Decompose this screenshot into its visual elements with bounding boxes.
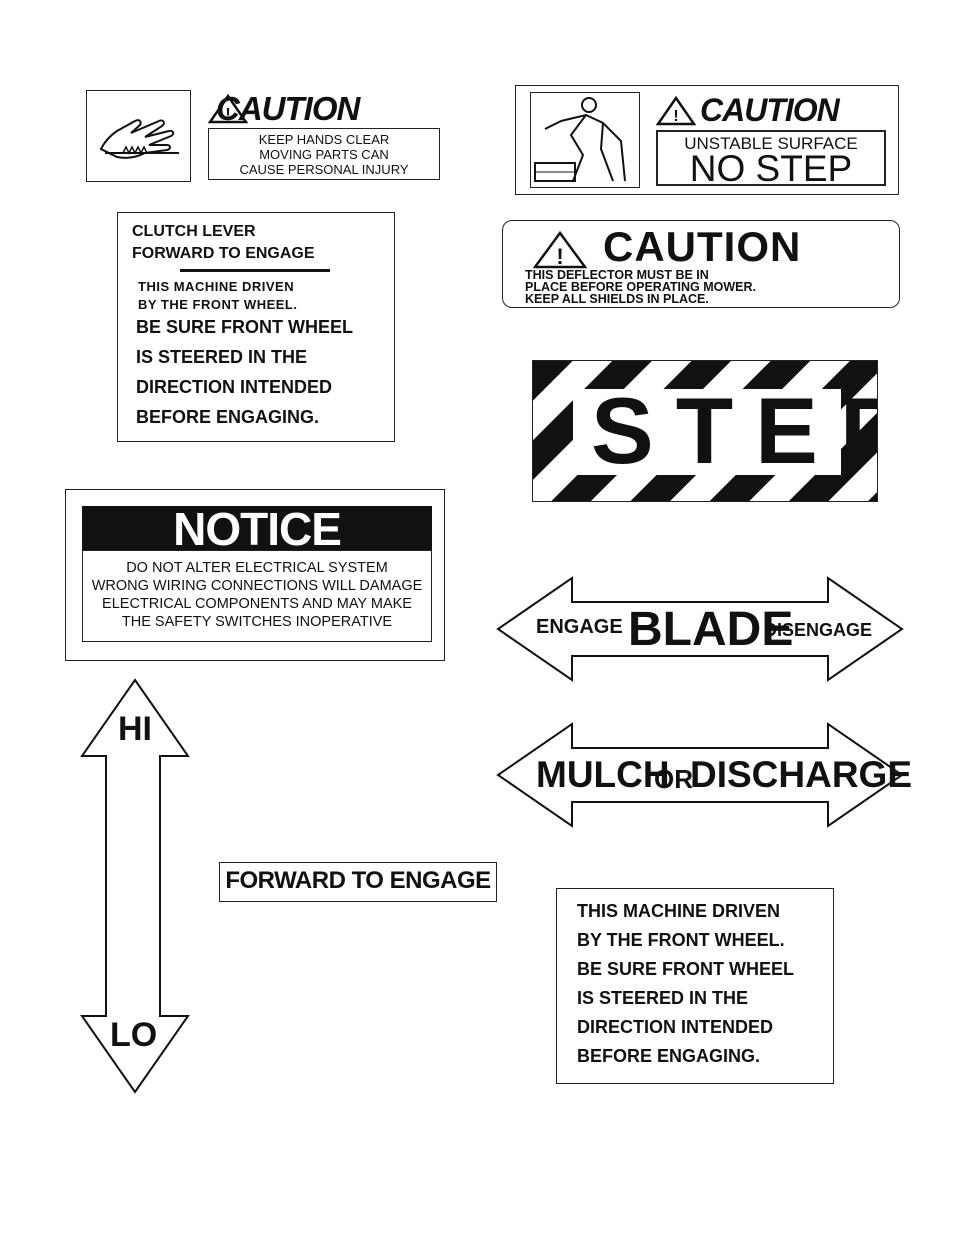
wheel-line: THIS MACHINE DRIVEN <box>577 901 781 921</box>
notice-header: NOTICE <box>82 503 432 555</box>
hand-caution-line: CAUSE PERSONAL INJURY <box>239 162 409 177</box>
disengage-label: DISENGAGE <box>764 620 873 640</box>
discharge-label: DISCHARGE <box>690 754 913 795</box>
deflector-line: PLACE BEFORE OPERATING MOWER. <box>525 280 757 294</box>
notice-decal: NOTICE DO NOT ALTER ELECTRICAL SYSTEM WR… <box>65 489 445 661</box>
wheel-line: BEFORE ENGAGING. <box>577 1046 761 1066</box>
clutch-line: DIRECTION INTENDED <box>136 377 333 397</box>
mulch-arrow-decal: MULCH OR DISCHARGE <box>496 722 912 828</box>
hi-lo-arrow-decal: HI LO <box>80 678 190 1094</box>
hand-caution-text: KEEP HANDS CLEAR MOVING PARTS CAN CAUSE … <box>208 128 440 180</box>
no-step-text: NO STEP <box>689 148 853 189</box>
divider <box>180 269 330 272</box>
wheel-line: DIRECTION INTENDED <box>577 1017 774 1037</box>
step-panel: STEP <box>573 381 877 481</box>
person-slipping-icon <box>530 92 640 188</box>
wheel-line: BY THE FRONT WHEEL. <box>577 930 785 950</box>
lo-label: LO <box>110 1016 158 1054</box>
notice-body: DO NOT ALTER ELECTRICAL SYSTEM WRONG WIR… <box>82 550 432 642</box>
svg-text:!: ! <box>673 108 678 125</box>
hand-caution-line: MOVING PARTS CAN <box>259 147 389 162</box>
deflector-line: KEEP ALL SHIELDS IN PLACE. <box>525 292 709 306</box>
forward-to-engage-decal: FORWARD TO ENGAGE <box>219 862 497 902</box>
notice-line: THE SAFETY SWITCHES INOPERATIVE <box>121 614 393 630</box>
engage-label: ENGAGE <box>536 616 623 638</box>
vertical-double-arrow-icon <box>80 678 190 1094</box>
clutch-line: BEFORE ENGAGING. <box>136 407 320 427</box>
forward-to-engage-text: FORWARD TO ENGAGE <box>225 867 491 894</box>
double-arrow-icon <box>496 722 904 828</box>
no-step-caution-decal: ! CAUTION UNSTABLE SURFACE NO STEP <box>515 85 899 195</box>
unstable-surface-text: UNSTABLE SURFACE <box>684 134 858 153</box>
clutch-line: IS STEERED IN THE <box>136 347 308 367</box>
hand-caution-line: KEEP HANDS CLEAR <box>258 132 390 147</box>
wheel-line: BE SURE FRONT WHEEL <box>577 959 795 979</box>
notice-line: DO NOT ALTER ELECTRICAL SYSTEM <box>126 560 388 576</box>
clutch-subtitle: FORWARD TO ENGAGE <box>132 245 315 262</box>
double-arrow-icon <box>496 576 904 682</box>
clutch-line: BE SURE FRONT WHEEL <box>136 317 354 337</box>
deflector-line: THIS DEFLECTOR MUST BE IN <box>525 268 709 282</box>
blade-label: BLADE <box>628 603 794 656</box>
or-label: OR <box>654 764 693 794</box>
hand-hazard-icon <box>86 90 191 182</box>
clutch-title: CLUTCH LEVER <box>132 223 256 240</box>
svg-text:!: ! <box>225 106 230 123</box>
warning-triangle-icon: ! <box>532 230 588 274</box>
wheel-line: IS STEERED IN THE <box>577 988 749 1008</box>
clutch-small-line: BY THE FRONT WHEEL. <box>138 297 298 312</box>
front-wheel-decal: THIS MACHINE DRIVEN BY THE FRONT WHEEL. … <box>556 888 834 1084</box>
warning-triangle-icon: ! <box>655 95 697 131</box>
caution-heading: CAUTION <box>603 223 802 270</box>
notice-line: WRONG WIRING CONNECTIONS WILL DAMAGE <box>91 578 423 594</box>
mulch-label: MULCH <box>536 754 670 795</box>
hand-caution-decal: ! CAUTION KEEP HANDS CLEAR MOVING PARTS … <box>86 90 446 186</box>
blade-arrow-decal: ENGAGE BLADE DISENGAGE <box>496 576 904 682</box>
no-step-panel: UNSTABLE SURFACE NO STEP <box>656 130 886 189</box>
hi-label: HI <box>118 710 152 748</box>
caution-heading: CAUTION <box>216 90 360 127</box>
deflector-caution-decal: ! CAUTION THIS DEFLECTOR MUST BE IN PLAC… <box>502 220 900 308</box>
svg-text:!: ! <box>556 244 563 269</box>
warning-triangle-icon: ! <box>207 93 249 129</box>
step-text: STEP <box>591 378 877 483</box>
notice-line: ELECTRICAL COMPONENTS AND MAY MAKE <box>102 596 412 612</box>
caution-heading: CAUTION <box>700 92 840 128</box>
step-decal: STEP <box>532 360 878 502</box>
clutch-lever-decal: CLUTCH LEVER FORWARD TO ENGAGE THIS MACH… <box>117 212 395 442</box>
clutch-small-line: THIS MACHINE DRIVEN <box>138 279 295 294</box>
notice-title: NOTICE <box>173 503 342 555</box>
